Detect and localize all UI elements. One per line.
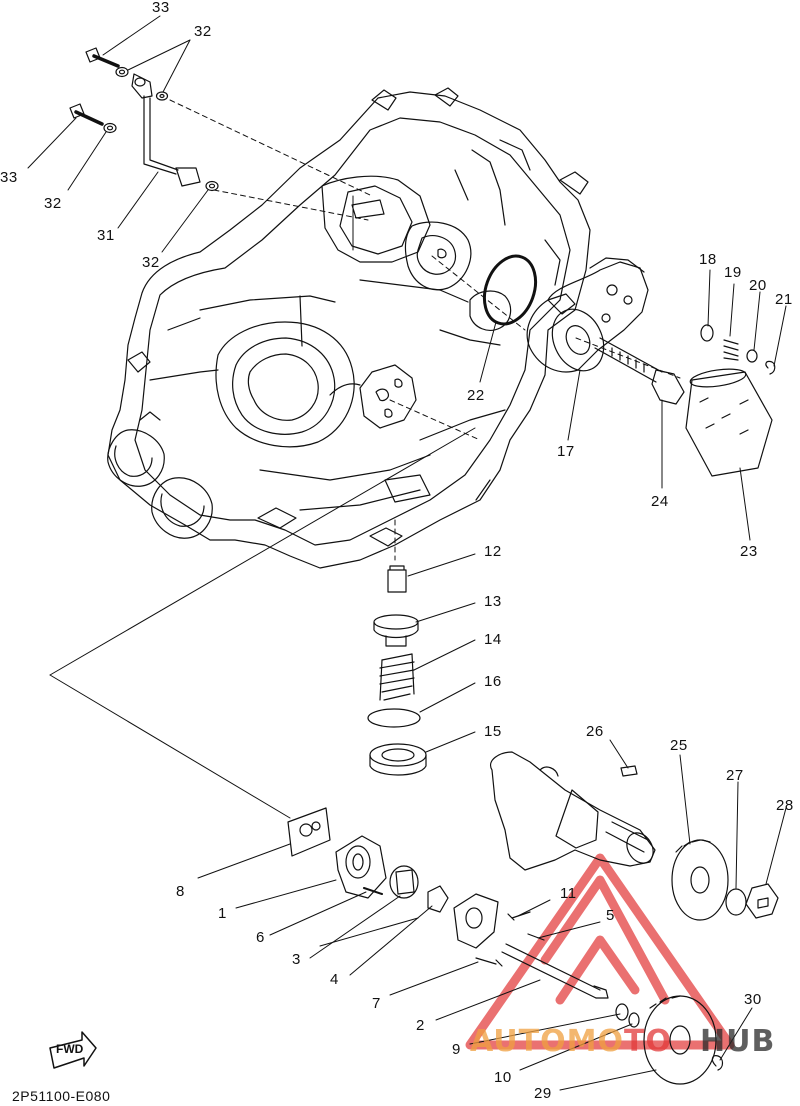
callout-10: 10	[494, 1069, 512, 1086]
callout-4: 4	[330, 971, 339, 988]
callout-1: 1	[218, 905, 227, 922]
impeller-25	[671, 839, 729, 921]
water-pump-housing	[490, 751, 656, 871]
plug-18	[700, 324, 714, 342]
washer-9	[615, 1003, 629, 1021]
pin-6	[363, 887, 383, 895]
pump-shaft-2	[501, 943, 609, 999]
callout-12: 12	[484, 543, 502, 560]
washer-27	[725, 888, 747, 916]
relief-valve-12	[387, 565, 407, 593]
callout-pointers	[27, 15, 787, 1091]
rotor-4	[427, 885, 449, 913]
oil-filter-cartridge	[685, 368, 773, 477]
callout-22: 22	[467, 387, 485, 404]
callout-23: 23	[740, 543, 758, 560]
oil-delivery-pipe	[69, 47, 219, 192]
circlip-21	[765, 360, 776, 375]
rotor-3	[389, 865, 419, 899]
callout-6: 6	[256, 929, 265, 946]
fwd-label: FWD	[56, 1042, 84, 1056]
watermark-part2: TO	[624, 1024, 672, 1059]
drawing-code: 2P51100-E080	[12, 1088, 111, 1104]
callout-27: 27	[726, 767, 744, 784]
union-bolt	[594, 337, 685, 405]
callout-19: 19	[724, 264, 742, 281]
callout-32-left: 32	[44, 195, 62, 212]
fwd-arrow-icon	[49, 1031, 97, 1069]
watermark-part3: HUB	[700, 1024, 776, 1059]
crankcase-outline	[107, 87, 591, 569]
callout-2: 2	[416, 1017, 425, 1034]
circlip-30	[711, 1055, 724, 1071]
solid-leader-lines	[49, 195, 476, 819]
oring-16	[367, 708, 421, 728]
pin-5	[527, 933, 545, 941]
callout-17: 17	[557, 443, 575, 460]
callout-15: 15	[484, 723, 502, 740]
callout-28: 28	[776, 797, 794, 814]
watermark-part1: AUTOMO	[470, 1024, 624, 1059]
callout-33-left: 33	[0, 169, 18, 186]
callout-26: 26	[586, 723, 604, 740]
circlip-10	[628, 1012, 640, 1028]
washer-20	[746, 349, 758, 363]
oil-seal-15	[369, 743, 427, 776]
callout-32-bottom: 32	[142, 254, 160, 271]
nut-28	[745, 883, 779, 919]
callout-32-top: 32	[194, 23, 212, 40]
key-26	[620, 765, 638, 777]
gasket-8	[287, 807, 331, 857]
callout-25: 25	[670, 737, 688, 754]
plug-bolt-13	[373, 614, 419, 647]
callout-11: 11	[560, 885, 577, 902]
callout-5: 5	[606, 907, 615, 924]
callout-3: 3	[292, 951, 301, 968]
callout-8: 8	[176, 883, 185, 900]
callout-31: 31	[97, 227, 115, 244]
callout-21: 21	[775, 291, 793, 308]
callout-18: 18	[699, 251, 717, 268]
oil-filter-housing	[526, 257, 649, 373]
callout-24: 24	[651, 493, 669, 510]
spring-19	[723, 339, 739, 361]
callout-14: 14	[484, 631, 502, 648]
callout-13: 13	[484, 593, 502, 610]
callout-20: 20	[749, 277, 767, 294]
spring-14	[379, 653, 415, 701]
callout-30: 30	[744, 991, 762, 1008]
driven-gear-29	[643, 995, 717, 1085]
callout-16: 16	[484, 673, 502, 690]
oring-22	[482, 254, 538, 326]
callout-9: 9	[452, 1041, 461, 1058]
callout-29: 29	[534, 1085, 552, 1102]
callout-33-top: 33	[152, 0, 170, 16]
watermark-logo-icon	[465, 853, 735, 1050]
screw-7	[475, 957, 503, 967]
pump-body-1	[335, 835, 387, 899]
pump-cover-7	[453, 893, 499, 949]
callout-7: 7	[372, 995, 381, 1012]
